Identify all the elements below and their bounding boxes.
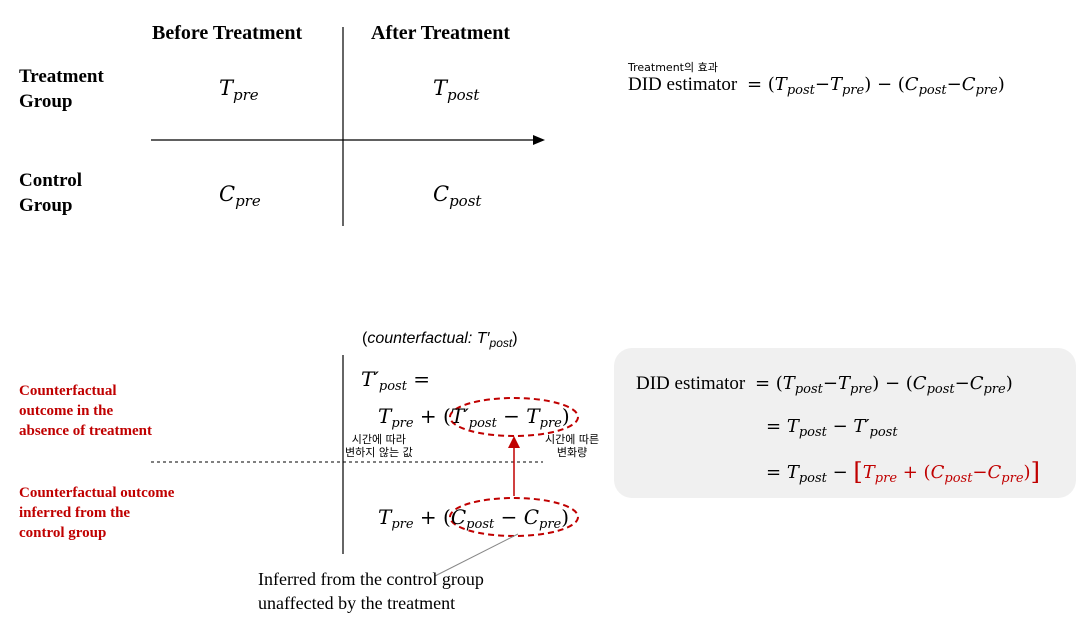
did-label: DID estimator: [628, 74, 738, 95]
label-line: inferred from the: [19, 505, 131, 521]
counterfactual-note: (counterfactual: T′post): [362, 330, 518, 350]
label-line: control group: [19, 525, 107, 541]
note-line: 변화량: [556, 446, 588, 459]
cell-t-post: Tpost: [433, 76, 480, 104]
row-label-treatment-group: Treatment Group: [19, 64, 104, 114]
caption-pointer-line: [434, 533, 519, 577]
label-counterfactual-inferred: Counterfactual outcome inferred from the…: [19, 483, 174, 543]
note-line: 시간에 따른: [545, 433, 600, 446]
cell-c-post: Cpost: [433, 182, 482, 210]
note-line: 변하지 않는 값: [345, 446, 413, 459]
did-derivation-box: DID estimator = (Tpost−Tpre) − (Cpost−Cp…: [614, 348, 1076, 498]
did-rhs: = (Tpost−Tpre) − (Cpost−Cpre): [741, 74, 1005, 98]
caption-line: unaffected by the treatment: [258, 593, 456, 613]
upper-change-ellipse: [449, 397, 579, 437]
formula-caption: Treatment의 효과: [628, 61, 718, 74]
caption-line: Inferred from the control group: [258, 569, 484, 589]
row-label-line: Treatment: [19, 66, 104, 87]
note-unchanged-value: 시간에 따라 변하지 않는 값: [345, 433, 413, 459]
box-did-label: DID estimator: [636, 373, 746, 394]
label-line: outcome in the: [19, 403, 114, 419]
box-did-line1: DID estimator = (Tpost−Tpre) − (Cpost−Cp…: [636, 373, 1013, 397]
row-label-control-group: Control Group: [19, 168, 82, 218]
caption-inferred-from-control: Inferred from the control group unaffect…: [258, 567, 484, 615]
note-change-amount: 시간에 따른 변화량: [545, 433, 599, 459]
row-label-line: Group: [19, 195, 73, 216]
expr-lower: Tpre + (Cpost − Cpre): [378, 505, 570, 532]
row-label-line: Group: [19, 91, 73, 112]
label-counterfactual-absence: Counterfactual outcome in the absence of…: [19, 381, 152, 441]
column-header-after: After Treatment: [371, 22, 511, 44]
box-did-line2: = Tpost − T′post: [766, 416, 898, 440]
top-did-formula: DID estimator = (Tpost−Tpre) − (Cpost−Cp…: [628, 74, 1005, 98]
note-line: 시간에 따라: [351, 433, 406, 446]
row-label-line: Control: [19, 170, 82, 191]
cell-t-pre: Tpre: [219, 76, 259, 104]
lower-change-ellipse: [449, 497, 579, 537]
column-header-before: Before Treatment: [152, 22, 303, 44]
label-line: Counterfactual: [19, 383, 117, 399]
expr-upper: Tpre + (T′post − Tpre): [378, 404, 570, 431]
label-line: Counterfactual outcome: [19, 485, 175, 501]
cell-c-pre: Cpre: [219, 182, 261, 210]
label-line: absence of treatment: [19, 423, 153, 439]
expr-tprime-post: T′post =: [361, 367, 431, 394]
box-did-line3: = Tpost − [Tpre + (Cpost−Cpre)]: [766, 458, 1040, 486]
